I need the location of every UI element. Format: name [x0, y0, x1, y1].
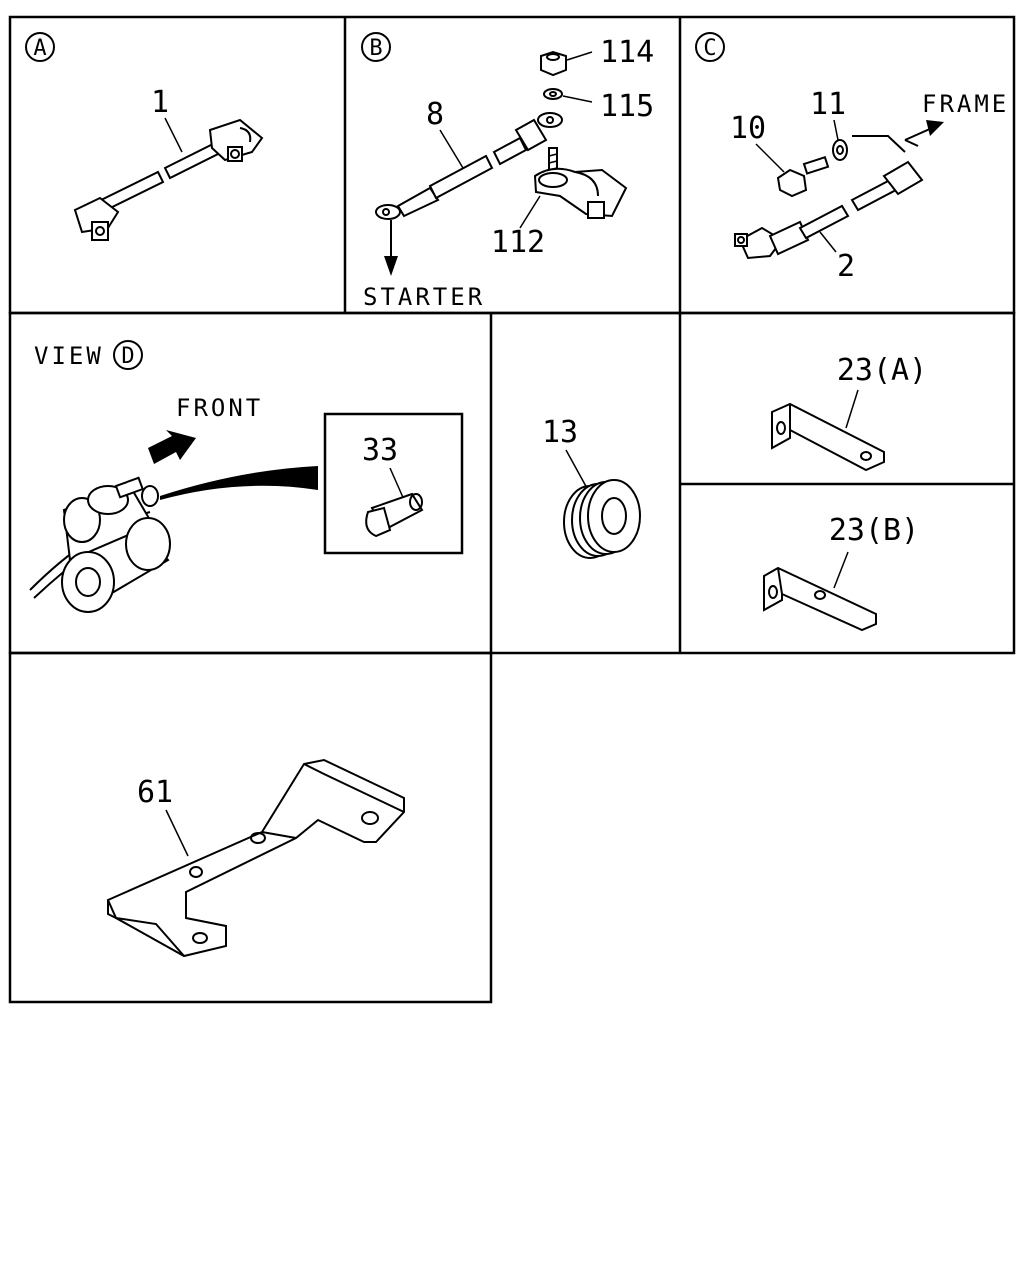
- washer-part-11: [832, 139, 848, 161]
- panel-h: 61: [106, 758, 405, 958]
- starter-cable-part-8: [375, 112, 563, 220]
- ground-cable-part-2: [734, 135, 924, 260]
- part-10-label: 10: [730, 111, 766, 146]
- panel-c: C 10 11 2 FRAME: [695, 32, 1009, 284]
- panel-d: VIEW D FRONT 33: [29, 340, 464, 613]
- part-114-label: 114: [600, 35, 654, 70]
- washer-part-11-hole: [836, 145, 844, 155]
- panel-a-marker-label: A: [33, 36, 46, 61]
- view-marker-d: [113, 340, 143, 370]
- panel-f: 23(A): [771, 353, 927, 472]
- part-23a-leader: [845, 389, 859, 429]
- panel-marker-c: [695, 32, 725, 62]
- part-115-leader: [562, 95, 593, 103]
- starter-arrow-head: [384, 256, 398, 276]
- panel-marker-b: [361, 32, 391, 62]
- grommet-part-13: [563, 479, 641, 559]
- part-8-leader: [439, 129, 464, 169]
- panel-c-marker-label: C: [703, 36, 716, 61]
- part-23b-label: 23(B): [829, 513, 919, 548]
- panel-a: A 1: [25, 32, 264, 241]
- frame-label: FRAME: [922, 90, 1009, 118]
- battery-cable-part-1: [73, 118, 264, 241]
- part-115-label: 115: [600, 89, 654, 124]
- panel-marker-a: [25, 32, 55, 62]
- panel-b: B 8 114 115: [361, 32, 654, 311]
- washer-part-115: [543, 88, 563, 100]
- part-1-leader: [164, 117, 183, 153]
- starter-label: STARTER: [363, 283, 485, 311]
- starter-motor-assembly: [29, 476, 171, 613]
- front-label: FRONT: [176, 394, 263, 422]
- detail-callout-wedge: [160, 466, 318, 500]
- part-114-leader: [566, 51, 593, 61]
- part-11-leader: [833, 119, 839, 141]
- part-11-label: 11: [810, 87, 846, 122]
- part-1-label: 1: [151, 85, 169, 120]
- part-13-label: 13: [542, 415, 578, 450]
- part-61-label: 61: [137, 775, 173, 810]
- view-label: VIEW: [34, 342, 104, 370]
- cap-part-33: [365, 492, 424, 538]
- part-23a-label: 23(A): [837, 353, 927, 388]
- part-112-label: 112: [491, 225, 545, 260]
- part-8-label: 8: [426, 97, 444, 132]
- panel-e: 13: [542, 415, 641, 559]
- part-33-label: 33: [362, 433, 398, 468]
- nut-part-114: [540, 50, 567, 77]
- panel-g: 23(B): [763, 513, 919, 632]
- frame-arrow-head: [926, 120, 944, 136]
- panel-grid: [8, 15, 1016, 1004]
- detail-box-part-33: [323, 412, 464, 555]
- bracket-part-23a: [771, 402, 885, 472]
- terminal-part-112: [533, 147, 628, 219]
- part-23b-leader: [833, 551, 849, 589]
- bolt-part-10: [776, 155, 830, 198]
- panel-b-marker-label: B: [369, 36, 382, 61]
- part-13-leader: [565, 449, 589, 491]
- plate-part-61: [106, 758, 405, 958]
- view-marker-label: D: [121, 344, 134, 369]
- bracket-part-23b: [763, 566, 877, 632]
- frame-arrow-shaft: [904, 127, 933, 141]
- part-2-label: 2: [837, 249, 855, 284]
- part-112-leader: [519, 195, 541, 229]
- part-61-leader: [165, 809, 189, 857]
- part-2-leader: [819, 231, 837, 253]
- part-10-leader: [755, 143, 785, 173]
- front-arrow-icon: [148, 430, 196, 464]
